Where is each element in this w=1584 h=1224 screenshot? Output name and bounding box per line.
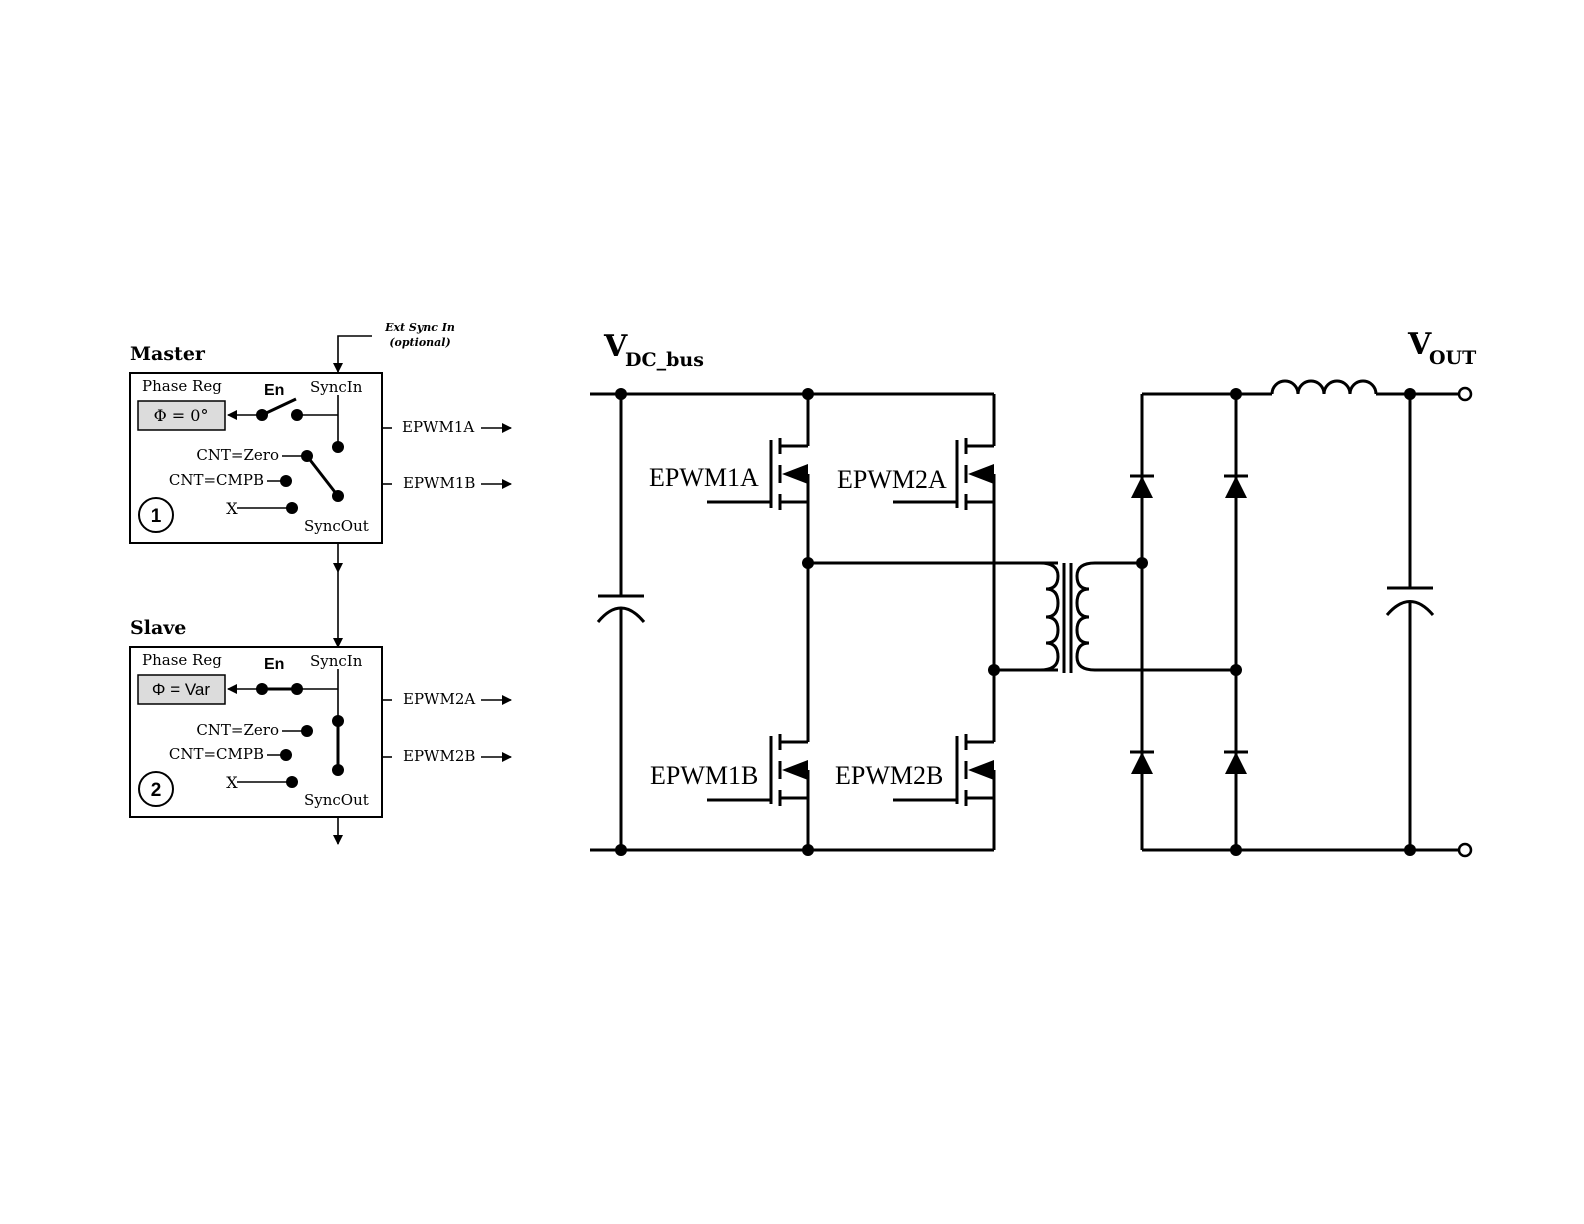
master-cnt-cmpb-label: CNT=CMPB [169,471,264,489]
master-block: Master Phase Reg En SyncIn Φ = 0° CNT=Ze… [130,343,511,543]
master-title: Master [130,343,206,365]
transformer-primary-winding [1040,563,1058,670]
master-syncin-contact [332,441,344,453]
master-output-epwm1a: EPWM1A [402,418,474,436]
full-bridge-circuit: V DC_bus V OUT EPWM1A [590,327,1476,856]
slave-cnt-cmpb-label: CNT=CMPB [169,745,264,763]
slave-output-epwm2a: EPWM2A [403,690,475,708]
slave-cnt-zero-contact [301,725,313,737]
slave-phase-value: Φ = Var [152,680,210,699]
sync-diagram: Ext Sync In (optional) Master Phase Reg … [130,321,511,844]
ext-sync-label: Ext Sync In [384,321,455,334]
vout-subscript: OUT [1429,347,1476,369]
master-cnt-zero-label: CNT=Zero [196,446,279,464]
diode-d3 [1131,752,1153,774]
master-en-switch-blade [262,399,296,415]
master-syncout-contact [332,490,344,502]
diode-d2 [1225,476,1247,498]
master-syncout-label: SyncOut [304,517,369,535]
master-number-text: 1 [151,506,162,527]
q3-gate-label: EPWM1B [650,761,758,790]
node-dot [802,844,814,856]
node-dot [802,388,814,400]
rectifier-right-node [1230,664,1242,676]
q3-body-arrow [782,760,808,780]
slave-x-contact [286,776,298,788]
master-x-mark: X [226,499,238,518]
q1-body-arrow [782,464,808,484]
slave-cnt-zero-label: CNT=Zero [196,721,279,739]
q2-gate-label: EPWM2A [837,465,947,494]
master-en-label: En [264,382,284,399]
master-syncout-selector [307,456,338,496]
node-dot [1404,844,1416,856]
q4-body-arrow [968,760,994,780]
output-inductor [1272,381,1376,394]
slave-phase-reg-label: Phase Reg [142,651,222,669]
vdc-bus-subscript: DC_bus [625,349,704,371]
slave-syncout-label: SyncOut [304,791,369,809]
slave-number-text: 2 [151,780,162,801]
slave-output-epwm2b: EPWM2B [403,747,475,765]
master-output-epwm1b: EPWM1B [403,474,475,492]
q1-gate-label: EPWM1A [649,463,759,492]
node-dot [615,388,627,400]
node-dot [615,844,627,856]
slave-x-mark: X [226,773,238,792]
slave-cnt-cmpb-contact [280,749,292,761]
transformer [1040,563,1095,673]
slave-title: Slave [130,617,186,639]
diode-d1 [1131,476,1153,498]
master-phase-value: Φ = 0° [154,406,209,425]
rectifier-left-node [1136,557,1148,569]
ext-sync-arrow [338,336,372,372]
master-x-contact [286,502,298,514]
master-phase-reg-label: Phase Reg [142,377,222,395]
diode-d4 [1225,752,1247,774]
q4-gate-label: EPWM2B [835,761,943,790]
master-cnt-cmpb-contact [280,475,292,487]
slave-syncout-contact [332,764,344,776]
q2-body-arrow [968,464,994,484]
slave-block: Slave Phase Reg En SyncIn Φ = Var CNT=Ze… [130,617,511,817]
ext-sync-optional-label: (optional) [389,336,450,349]
node-dot [1404,388,1416,400]
master-syncin-label: SyncIn [310,378,363,396]
slave-en-label: En [264,656,284,673]
output-terminal-positive [1459,388,1471,400]
output-terminal-negative [1459,844,1471,856]
slave-syncin-label: SyncIn [310,652,363,670]
transformer-secondary-winding [1077,563,1095,670]
